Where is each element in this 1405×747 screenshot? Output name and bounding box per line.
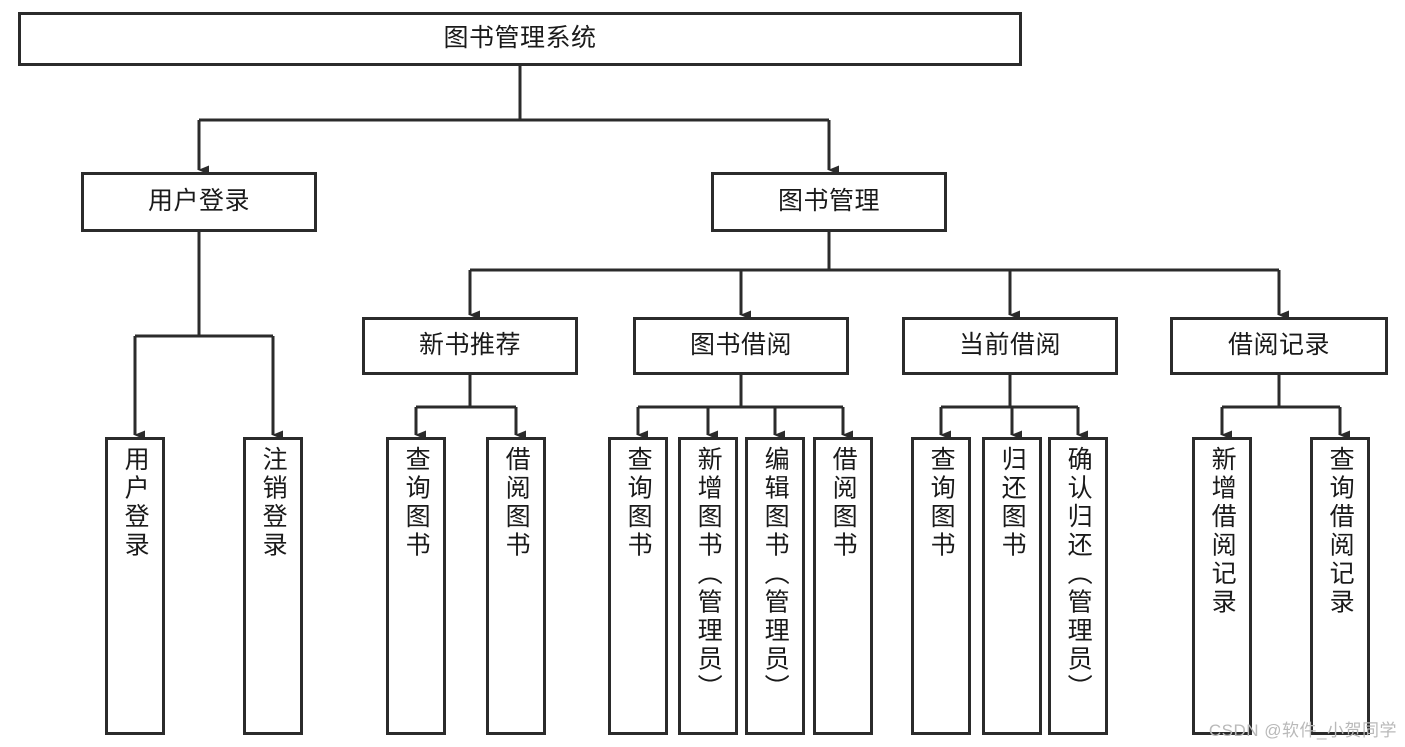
node-root[interactable]: 图书管理系统: [18, 12, 1022, 66]
node-label-leaf-bo-edit: 编辑图书（管理员）: [761, 446, 790, 703]
node-label-leaf-cu-confirm: 确认归还（管理员）: [1064, 446, 1093, 703]
node-current[interactable]: 当前借阅: [902, 317, 1118, 375]
node-label-leaf-cu-query: 查询图书: [927, 446, 956, 560]
node-leaf-re-add[interactable]: 新增借阅记录: [1192, 437, 1252, 735]
node-leaf-bo-borrow[interactable]: 借阅图书: [813, 437, 873, 735]
node-label-leaf-bo-borrow: 借阅图书: [829, 446, 858, 560]
node-label-leaf-re-query: 查询借阅记录: [1326, 446, 1355, 617]
watermark-csdn: CSDN @软件_小贺同学: [1208, 721, 1397, 740]
node-label-leaf-nb-borrow: 借阅图书: [502, 446, 531, 560]
node-label-records: 借阅记录: [1227, 331, 1330, 360]
node-borrow[interactable]: 图书借阅: [633, 317, 849, 375]
node-bookmgmt[interactable]: 图书管理: [711, 172, 947, 232]
node-label-leaf-bo-query: 查询图书: [624, 446, 653, 560]
node-leaf-cu-confirm[interactable]: 确认归还（管理员）: [1048, 437, 1108, 735]
node-records[interactable]: 借阅记录: [1170, 317, 1388, 375]
node-leaf-bo-add[interactable]: 新增图书（管理员）: [678, 437, 738, 735]
node-label-leaf-re-add: 新增借阅记录: [1208, 446, 1237, 617]
node-leaf-user-login[interactable]: 用户登录: [105, 437, 165, 735]
node-leaf-nb-borrow[interactable]: 借阅图书: [486, 437, 546, 735]
node-label-leaf-nb-query: 查询图书: [402, 446, 431, 560]
node-label-login: 用户登录: [147, 187, 250, 216]
node-leaf-cu-query[interactable]: 查询图书: [911, 437, 971, 735]
node-leaf-bo-edit[interactable]: 编辑图书（管理员）: [745, 437, 805, 735]
node-leaf-re-query[interactable]: 查询借阅记录: [1310, 437, 1370, 735]
node-leaf-user-logout[interactable]: 注销登录: [243, 437, 303, 735]
node-label-leaf-user-logout: 注销登录: [259, 446, 288, 560]
node-label-leaf-user-login: 用户登录: [121, 446, 150, 560]
node-label-current: 当前借阅: [958, 331, 1061, 360]
node-label-borrow: 图书借阅: [689, 331, 792, 360]
node-login[interactable]: 用户登录: [81, 172, 317, 232]
node-label-leaf-cu-return: 归还图书: [998, 446, 1027, 560]
node-label-bookmgmt: 图书管理: [777, 187, 880, 216]
node-label-newbook: 新书推荐: [418, 331, 521, 360]
node-label-leaf-bo-add: 新增图书（管理员）: [694, 446, 723, 703]
node-leaf-bo-query[interactable]: 查询图书: [608, 437, 668, 735]
node-leaf-nb-query[interactable]: 查询图书: [386, 437, 446, 735]
node-newbook[interactable]: 新书推荐: [362, 317, 578, 375]
node-leaf-cu-return[interactable]: 归还图书: [982, 437, 1042, 735]
node-label-root: 图书管理系统: [443, 24, 597, 53]
